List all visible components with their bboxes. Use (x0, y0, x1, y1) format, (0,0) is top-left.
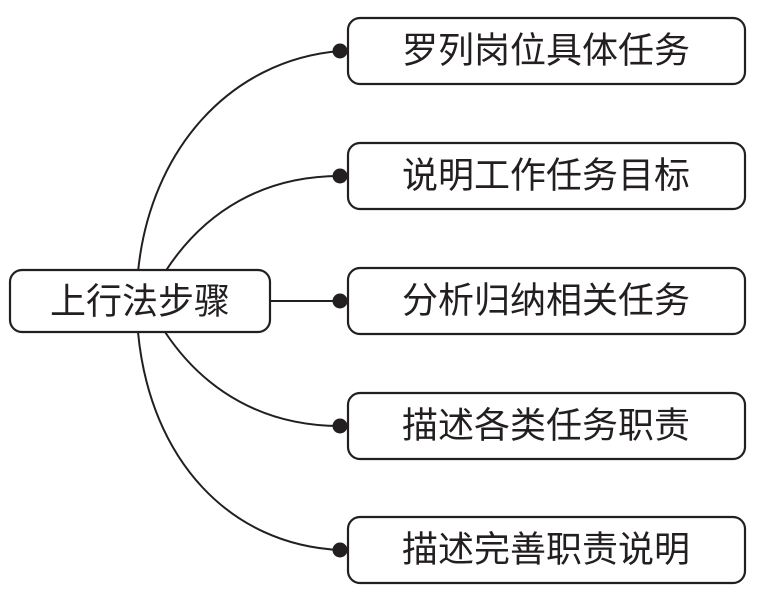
connector-dot-3 (332, 293, 348, 309)
root-label: 上行法步骤 (50, 282, 230, 323)
step-node-2: 说明工作任务目标 (346, 141, 747, 211)
connector-step-2 (164, 175, 341, 273)
step-label-5: 描述完善职责说明 (402, 530, 690, 571)
connector-dot-2 (332, 168, 348, 184)
root-node: 上行法步骤 (8, 268, 272, 334)
connector-dot-1 (332, 43, 348, 59)
step-label-2: 说明工作任务目标 (402, 156, 690, 197)
connector-step-5 (137, 331, 341, 551)
step-node-5: 描述完善职责说明 (346, 515, 747, 585)
connector-dot-4 (332, 418, 348, 434)
step-label-1: 罗列岗位具体任务 (402, 31, 690, 72)
step-node-1: 罗列岗位具体任务 (346, 16, 747, 86)
step-label-3: 分析归纳相关任务 (402, 281, 690, 322)
connector-step-4 (164, 331, 341, 427)
connector-step-1 (137, 50, 341, 273)
connectors (137, 43, 348, 558)
step-node-4: 描述各类任务职责 (346, 391, 747, 461)
step-label-4: 描述各类任务职责 (402, 406, 690, 447)
step-node-3: 分析归纳相关任务 (346, 266, 747, 336)
connector-dot-5 (332, 542, 348, 558)
